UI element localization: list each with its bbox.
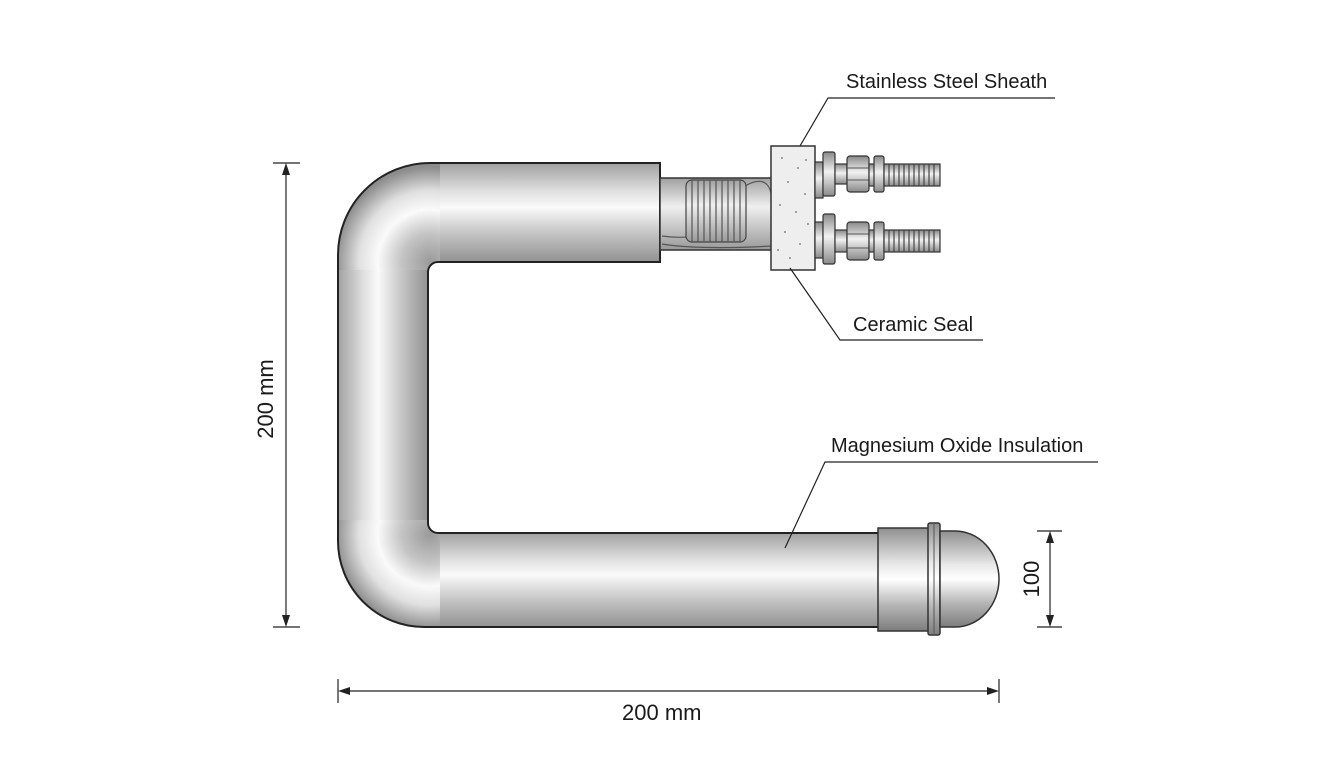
ceramic-seal-block — [770, 145, 816, 271]
dimension-line-end — [1037, 530, 1062, 628]
u-tube-sheath — [337, 162, 881, 628]
dimension-line-width — [337, 679, 1000, 703]
terminal-stud-bottom — [814, 213, 941, 265]
end-cap — [877, 522, 1000, 636]
callout-leader-seal — [789, 267, 983, 341]
coil-neck — [659, 177, 773, 251]
label-magnesium-oxide-insulation: Magnesium Oxide Insulation — [831, 435, 1084, 457]
callout-leader-sheath — [799, 97, 1055, 147]
dimension-label-end-text: 100 — [1019, 560, 1044, 598]
dimension-label-height-text: 200 mm — [253, 359, 278, 439]
label-ceramic-seal: Ceramic Seal — [853, 314, 974, 336]
terminal-stud-top — [814, 151, 941, 199]
dimension-line-height — [273, 162, 300, 628]
dimension-label-width: 200 mm — [622, 700, 702, 725]
dimension-label-end: 100 — [1004, 561, 1060, 598]
dimension-label-height: 200 mm — [216, 359, 316, 438]
callout-leader-insulation — [784, 461, 1098, 549]
label-stainless-steel-sheath: Stainless Steel Sheath — [846, 71, 1048, 93]
